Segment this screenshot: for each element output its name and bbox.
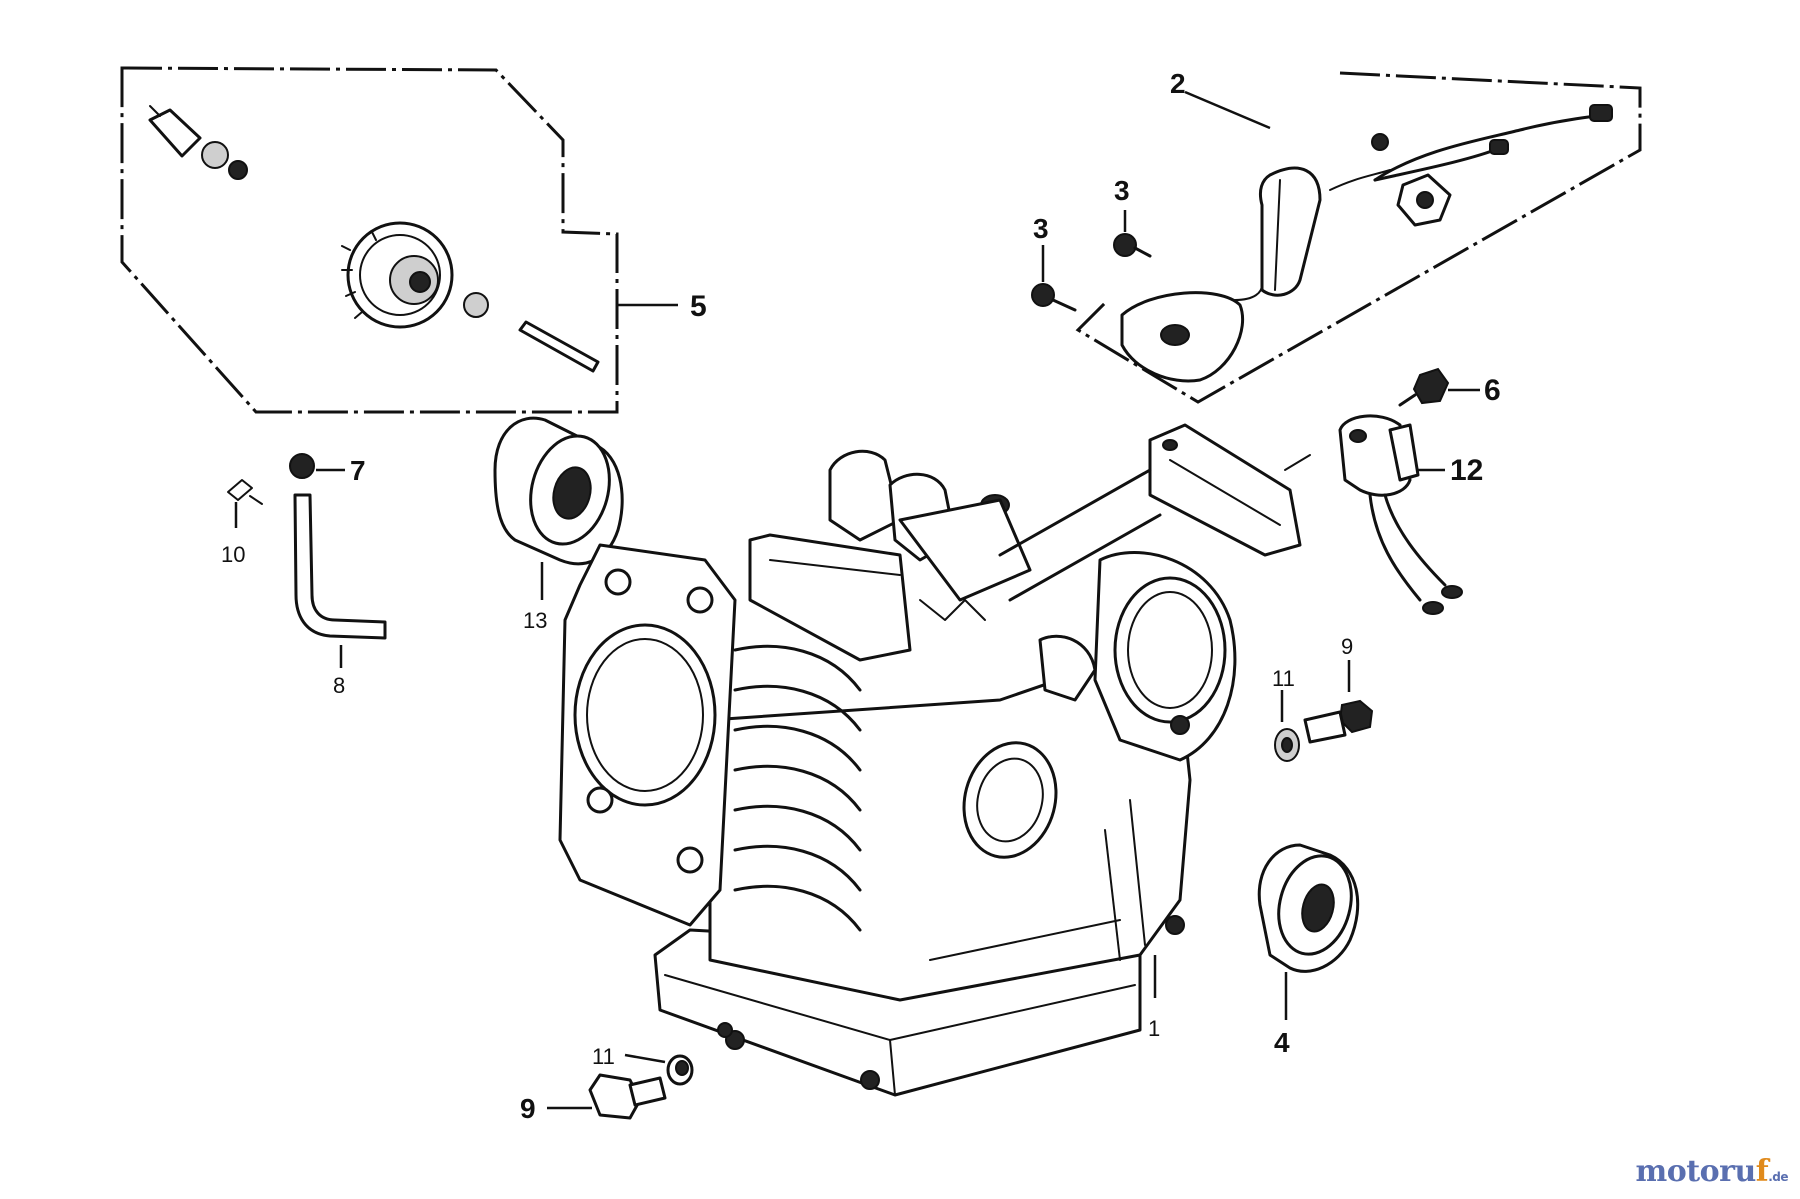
spring-clip-10 [227, 479, 263, 505]
grommet [1396, 173, 1452, 227]
governor-shaft [518, 320, 600, 373]
callout-12: 12 [1450, 454, 1483, 487]
tube-8 [293, 493, 387, 640]
wire-terminal [1589, 104, 1613, 122]
part-4-oil-seal [1257, 843, 1360, 1020]
part-13-bearing [493, 416, 624, 600]
nut [228, 160, 248, 180]
thrust-washer [463, 292, 489, 318]
callout-8: 8 [333, 673, 345, 698]
washer [201, 141, 229, 169]
watermark-accent: f [1755, 1154, 1769, 1189]
callout-9b: 9 [1341, 634, 1353, 659]
watermark-text: motoru [1635, 1154, 1757, 1189]
part-12-ignition-coil [1284, 414, 1463, 615]
part-9-11-bottom-drain-bolt [547, 1053, 694, 1120]
callout-10: 10 [221, 542, 245, 567]
part-6-bolt [1398, 367, 1480, 407]
callout-2: 2 [1170, 68, 1186, 99]
callout-11b: 11 [1272, 666, 1295, 691]
part-group-2-oil-switch [1031, 71, 1642, 404]
site-watermark: motoruf.de [1635, 1154, 1789, 1189]
callout-1: 1 [1148, 1016, 1160, 1041]
callout-labels: 1 2 3 3 4 5 6 7 8 9 9 10 11 11 12 13 [221, 68, 1501, 1124]
wire-clip [1371, 133, 1389, 151]
part-9-11-right-drain-bolt [1274, 660, 1374, 762]
callout-3b: 3 [1033, 213, 1049, 244]
callout-7: 7 [350, 455, 366, 486]
callout-11a: 11 [592, 1044, 615, 1069]
callout-5: 5 [690, 290, 707, 323]
part-7-8-10-breather [227, 453, 387, 668]
callout-13: 13 [523, 608, 547, 633]
callout-3a: 3 [1114, 175, 1130, 206]
governor-gear [341, 221, 454, 329]
wire-terminal-2 [1489, 139, 1509, 155]
part-1-engine-block [558, 423, 1302, 1097]
callout-9a: 9 [520, 1093, 536, 1124]
governor-bolt [148, 105, 202, 158]
part-group-5-governor-kit [120, 66, 678, 414]
bolt-3b [1031, 283, 1077, 312]
watermark-suffix: .de [1768, 1170, 1788, 1184]
callout-4: 4 [1274, 1027, 1290, 1058]
bolt-3a [1113, 233, 1152, 258]
callout-6: 6 [1484, 374, 1501, 407]
clamp-7 [289, 453, 315, 479]
